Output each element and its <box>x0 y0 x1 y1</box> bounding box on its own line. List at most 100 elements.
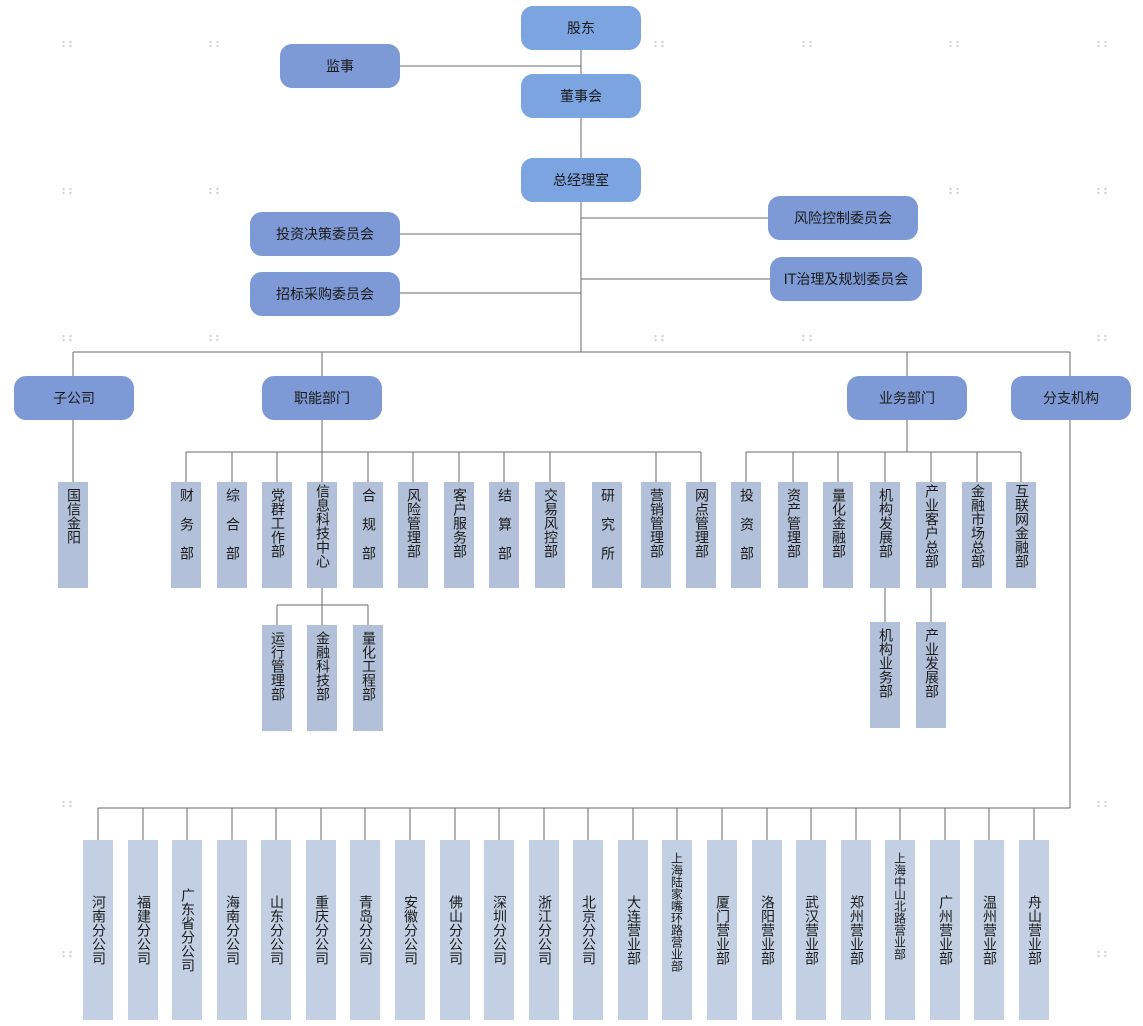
branch-box[interactable]: 温州营业部 <box>974 840 1004 1020</box>
decorative-dot <box>1095 800 1109 808</box>
dept-label: 投资部 <box>738 488 754 575</box>
branch-box[interactable]: 武汉营业部 <box>796 840 826 1020</box>
branch-box[interactable]: 河南分公司 <box>83 840 113 1020</box>
dept-box-party[interactable]: 党群工作部 <box>262 482 292 588</box>
dept-box-trade-risk[interactable]: 交易风控部 <box>535 482 565 588</box>
decorative-dot <box>652 334 666 342</box>
decorative-dot <box>947 187 961 195</box>
branch-box[interactable]: 福建分公司 <box>128 840 158 1020</box>
decorative-dot <box>60 950 74 958</box>
dept-box-risk[interactable]: 风险管理部 <box>398 482 428 588</box>
branch-label: 厦门营业部 <box>714 895 730 965</box>
investment-committee-node[interactable]: 投资决策委员会 <box>250 212 400 256</box>
branch-box[interactable]: 舟山营业部 <box>1019 840 1049 1020</box>
branch-box[interactable]: 浙江分公司 <box>529 840 559 1020</box>
it-sub-box-operations[interactable]: 运行管理部 <box>262 625 292 731</box>
branch-label: 舟山营业部 <box>1026 895 1042 965</box>
dept-label: 交易风控部 <box>542 488 558 558</box>
biz-sub-box-industry-dev[interactable]: 产业发展部 <box>916 622 946 728</box>
dept-box-finance[interactable]: 财务部 <box>171 482 201 588</box>
branch-label: 大连营业部 <box>625 895 641 965</box>
dept-box-it-center[interactable]: 信息科技中心 <box>307 482 337 588</box>
branch-label: 重庆分公司 <box>313 895 329 965</box>
shareholders-node[interactable]: 股东 <box>521 6 641 50</box>
branch-box[interactable]: 深圳分公司 <box>484 840 514 1020</box>
biz-box-financial-markets[interactable]: 金融市场总部 <box>962 482 992 588</box>
branch-label: 深圳分公司 <box>491 895 507 965</box>
branch-box[interactable]: 广州营业部 <box>930 840 960 1020</box>
it-sub-box-fintech[interactable]: 金融科技部 <box>307 625 337 731</box>
dept-label: 客户服务部 <box>451 488 467 558</box>
branch-box[interactable]: 安徽分公司 <box>395 840 425 1020</box>
biz-box-industry-clients[interactable]: 产业客户总部 <box>916 482 946 588</box>
it-sub-box-quant-eng[interactable]: 量化工程部 <box>353 625 383 731</box>
it-committee-node[interactable]: IT治理及规划委员会 <box>770 257 922 301</box>
dept-box-compliance[interactable]: 合规部 <box>353 482 383 588</box>
dept-label: 机构业务部 <box>877 628 893 698</box>
dept-label: 产业客户总部 <box>923 484 939 568</box>
dept-label: 信息科技中心 <box>314 484 330 568</box>
branch-box[interactable]: 海南分公司 <box>217 840 247 1020</box>
decorative-dot <box>207 187 221 195</box>
branch-box[interactable]: 郑州营业部 <box>841 840 871 1020</box>
dept-label: 研究所 <box>599 488 615 575</box>
branch-box[interactable]: 大连营业部 <box>618 840 648 1020</box>
dept-label: 金融科技部 <box>314 631 330 701</box>
functional-departments-node[interactable]: 职能部门 <box>262 376 382 420</box>
dept-label: 量化工程部 <box>360 631 376 701</box>
gm-office-node[interactable]: 总经理室 <box>521 158 641 202</box>
decorative-dot <box>60 334 74 342</box>
branch-box[interactable]: 北京分公司 <box>573 840 603 1020</box>
branch-box[interactable]: 山东分公司 <box>261 840 291 1020</box>
business-departments-node[interactable]: 业务部门 <box>847 376 967 420</box>
dept-box-outlets[interactable]: 网点管理部 <box>686 482 716 588</box>
dept-label: 网点管理部 <box>693 488 709 558</box>
decorative-dot <box>60 187 74 195</box>
dept-box-settlement[interactable]: 结算部 <box>489 482 519 588</box>
biz-box-investment[interactable]: 投资部 <box>731 482 761 588</box>
branch-box[interactable]: 洛阳营业部 <box>752 840 782 1020</box>
branch-label: 北京分公司 <box>580 895 596 965</box>
decorative-dot <box>1095 40 1109 48</box>
biz-box-asset-mgmt[interactable]: 资产管理部 <box>778 482 808 588</box>
subsidiary-label: 国信金阳 <box>65 488 81 544</box>
dept-box-marketing[interactable]: 营销管理部 <box>641 482 671 588</box>
dept-label: 营销管理部 <box>648 488 664 558</box>
subsidiaries-node[interactable]: 子公司 <box>14 376 134 420</box>
procurement-committee-node[interactable]: 招标采购委员会 <box>250 272 400 316</box>
biz-box-quant-finance[interactable]: 量化金融部 <box>823 482 853 588</box>
branch-box[interactable]: 上海陆家嘴环路营业部 <box>662 840 692 1020</box>
branch-box[interactable]: 佛山分公司 <box>440 840 470 1020</box>
dept-label: 产业发展部 <box>923 628 939 698</box>
branch-label: 安徽分公司 <box>402 895 418 965</box>
board-node[interactable]: 董事会 <box>521 74 641 118</box>
branch-box[interactable]: 广东省分公司 <box>172 840 202 1020</box>
biz-sub-box-institution-business[interactable]: 机构业务部 <box>870 622 900 728</box>
dept-box-general[interactable]: 综合部 <box>217 482 247 588</box>
branch-label: 洛阳营业部 <box>759 895 775 965</box>
dept-label: 运行管理部 <box>269 631 285 701</box>
dept-label: 互联网金融部 <box>1013 484 1029 568</box>
dept-box-research[interactable]: 研究所 <box>592 482 622 588</box>
dept-label: 合规部 <box>360 488 376 575</box>
risk-committee-node[interactable]: 风险控制委员会 <box>768 196 918 240</box>
dept-label: 量化金融部 <box>830 488 846 558</box>
branch-box[interactable]: 重庆分公司 <box>306 840 336 1020</box>
branch-label: 广州营业部 <box>937 895 953 965</box>
decorative-dot <box>1095 334 1109 342</box>
branch-box[interactable]: 青岛分公司 <box>350 840 380 1020</box>
biz-box-institution-dev[interactable]: 机构发展部 <box>870 482 900 588</box>
branches-node[interactable]: 分支机构 <box>1011 376 1131 420</box>
dept-label: 结算部 <box>496 488 512 575</box>
branch-label: 浙江分公司 <box>536 895 552 965</box>
dept-box-customer[interactable]: 客户服务部 <box>444 482 474 588</box>
supervisor-node[interactable]: 监事 <box>280 44 400 88</box>
branch-box[interactable]: 上海中山北路营业部 <box>885 840 915 1020</box>
branch-box[interactable]: 厦门营业部 <box>707 840 737 1020</box>
branch-label: 上海中山北路营业部 <box>892 852 907 960</box>
dept-label: 资产管理部 <box>785 488 801 558</box>
branch-label: 海南分公司 <box>224 895 240 965</box>
biz-box-internet-finance[interactable]: 互联网金融部 <box>1006 482 1036 588</box>
branch-label: 福建分公司 <box>135 895 151 965</box>
subsidiary-box[interactable]: 国信金阳 <box>58 482 88 588</box>
